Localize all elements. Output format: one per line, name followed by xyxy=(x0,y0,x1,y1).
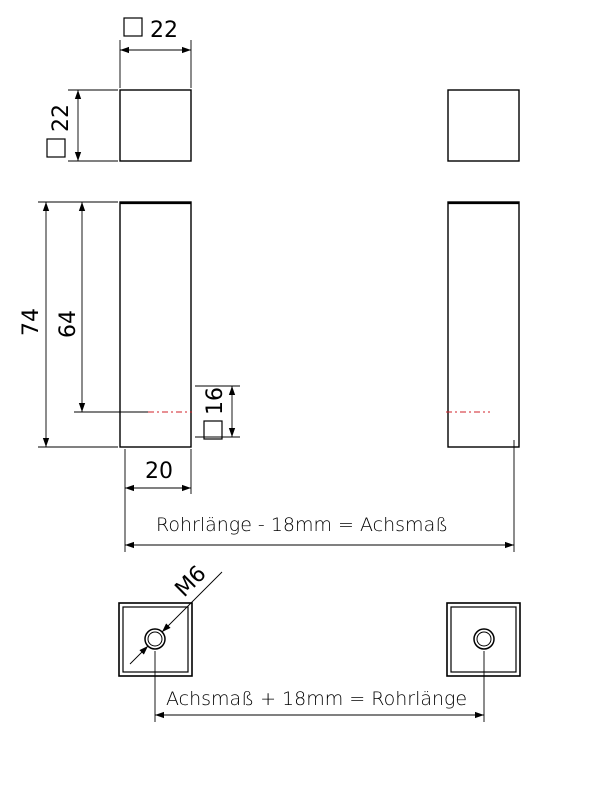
dim-overall-height: 74 xyxy=(19,308,44,336)
formula-front: Rohrlänge - 18mm = Achsmaß xyxy=(125,514,514,549)
dim-top-width: 22 xyxy=(150,18,178,43)
square-icon xyxy=(46,138,66,158)
bottom-view-left: M6 xyxy=(118,561,223,722)
square-icon xyxy=(203,420,223,440)
front-view-left: 74 64 16 20 xyxy=(19,201,240,552)
dim-body-width: 20 xyxy=(145,459,173,484)
body-left xyxy=(119,201,192,448)
formula-bottom: Achsmaß + 18mm = Rohrlänge xyxy=(155,688,484,719)
top-cap-left xyxy=(119,89,192,162)
top-cap-right xyxy=(447,89,520,162)
thread-hole-left xyxy=(144,628,166,650)
dim-thread: M6 xyxy=(171,561,212,602)
square-icon xyxy=(123,17,143,37)
top-view-left: 22 22 xyxy=(46,17,192,162)
thread-hole-right xyxy=(473,628,495,650)
dim-top-height: 22 xyxy=(49,104,74,132)
formula-bottom-text: Achsmaß + 18mm = Rohrlänge xyxy=(166,688,467,710)
front-view-right xyxy=(446,201,520,552)
formula-front-text: Rohrlänge - 18mm = Achsmaß xyxy=(156,514,448,536)
dim-inner-height: 64 xyxy=(56,310,81,338)
body-right xyxy=(447,201,520,448)
dim-bottom-section: 16 xyxy=(203,387,228,415)
bottom-view-right xyxy=(446,602,521,722)
